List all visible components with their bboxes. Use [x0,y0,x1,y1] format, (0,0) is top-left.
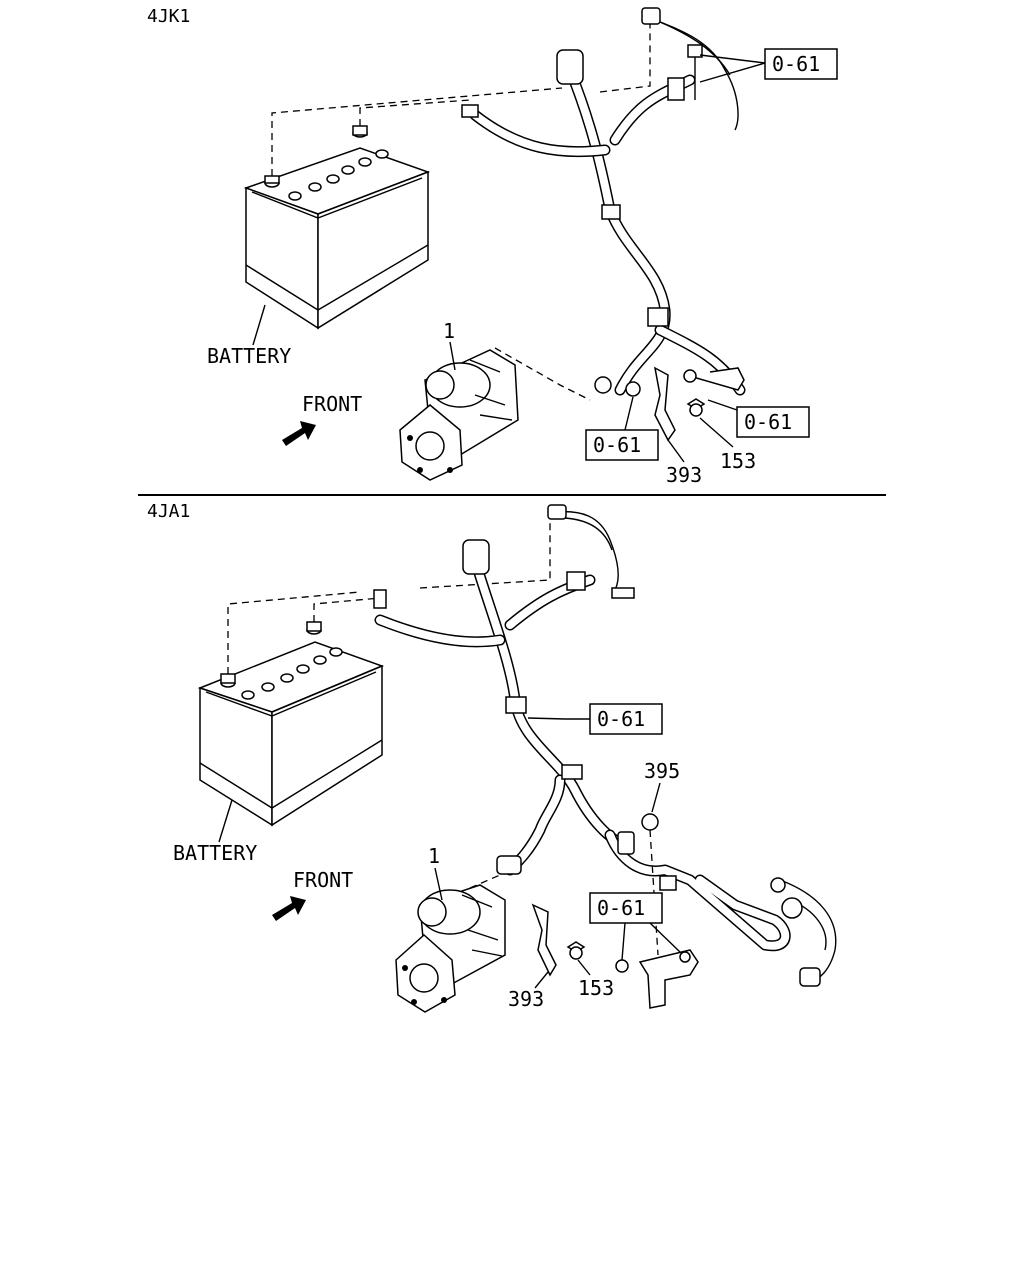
bolt-icon [679,951,691,963]
connection-line [227,591,361,674]
leader-line [218,799,233,843]
part-number-bolt: 153 [578,976,614,1000]
section-title-4ja1: 4JA1 [147,501,190,522]
leader-line [699,417,734,448]
part-number-bolt: 153 [720,449,756,473]
bolt-icon [615,959,629,973]
leader-line [667,439,685,463]
reference-box: 0-61 [589,703,663,735]
wiring-harness-4jk1 [461,7,746,396]
reference-box: 0-61 [736,406,810,438]
wiring-harness-4ja1 [373,504,837,987]
part-number-starter: 1 [428,844,440,868]
connection-line [359,99,471,126]
svg-text:0-61: 0-61 [593,433,641,457]
battery-label: BATTERY [173,841,257,865]
part-number-bracket: 393 [508,987,544,1011]
front-arrow-icon [282,421,316,446]
connection-line [494,347,591,401]
part-number-bracket: 393 [666,463,702,487]
leader-line [534,971,549,989]
nut-icon [641,813,659,831]
svg-text:0-61: 0-61 [597,707,645,731]
svg-text:0-61: 0-61 [597,896,645,920]
leader-line [577,959,591,976]
leader-line [527,717,590,720]
bolt-icon [683,369,697,383]
clamp-bracket-icon [638,949,699,1009]
bolt-icon [686,398,706,417]
section-title-4jk1: 4JK1 [147,6,190,27]
connection-line [599,20,651,93]
leader-line [707,399,738,411]
front-arrow-icon [272,896,306,921]
washer-icon [625,381,641,397]
connection-line [271,87,563,176]
reference-box: 0-61 [589,892,663,924]
starter-motor-icon [395,884,506,1013]
clamp-icon [685,367,745,391]
bolt-icon [566,941,586,960]
section-4jk1: 4JK1 BATTERY [147,6,838,487]
bracket-icon [653,366,676,442]
leader-line [699,54,766,83]
connection-line [313,597,381,622]
svg-text:0-61: 0-61 [772,52,820,76]
reference-box: 0-61 [585,429,659,461]
battery-icon [197,621,385,827]
part-number-starter: 1 [443,319,455,343]
leader-line [434,867,443,901]
battery-label: BATTERY [207,344,291,368]
leader-line [624,396,634,431]
leader-line [449,341,456,371]
front-label: FRONT [293,868,353,892]
reference-box: 0-61 [764,48,838,80]
connection-line [419,520,551,589]
svg-text:0-61: 0-61 [744,410,792,434]
leader-line [252,304,266,346]
connection-line [469,874,501,889]
leader-line [621,922,681,961]
bracket-icon [531,903,557,977]
front-label: FRONT [302,392,362,416]
leader-line [651,782,661,813]
starter-motor-icon [399,349,519,481]
battery-icon [243,125,431,330]
section-4ja1: 4JA1 BATTERY [147,501,837,1013]
part-number-nut: 395 [644,759,680,783]
connector-icon [781,897,803,919]
